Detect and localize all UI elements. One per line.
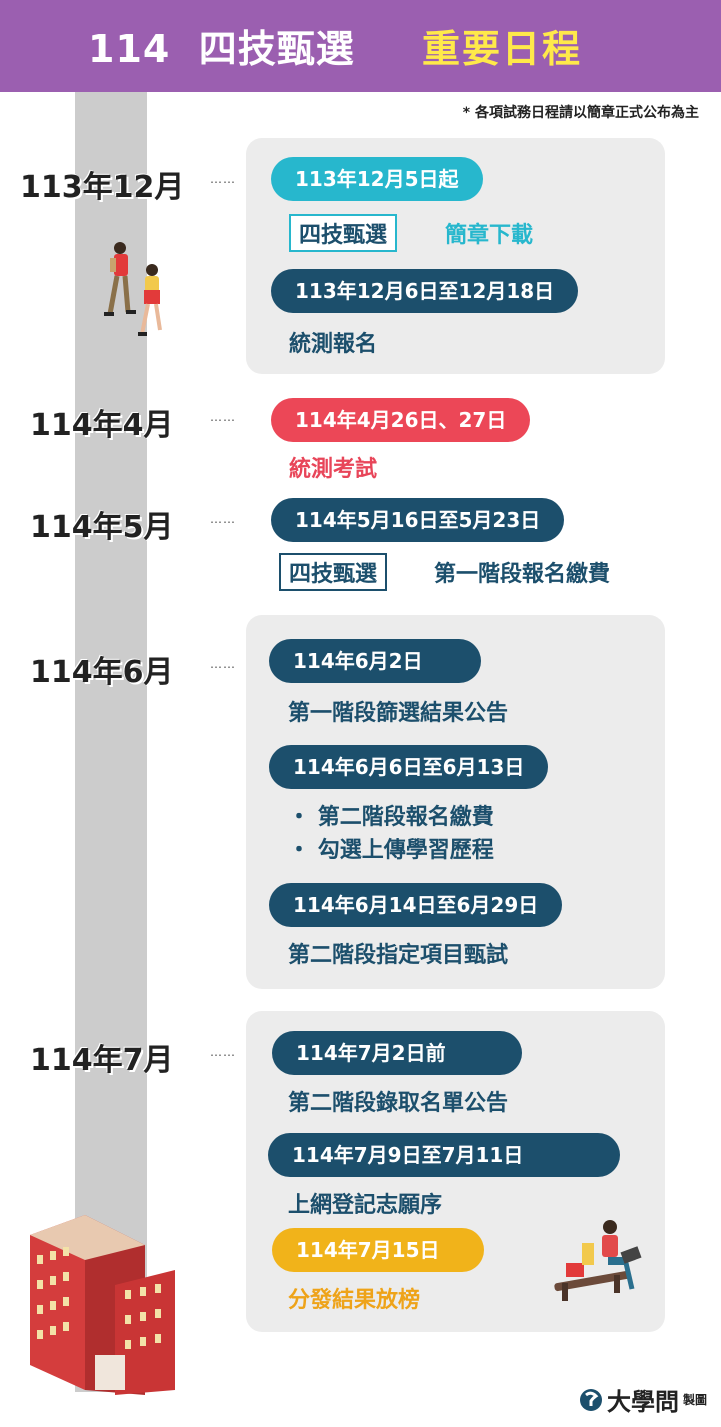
program-tag: 四技甄選: [279, 553, 388, 591]
connector-dots: ……: [210, 410, 236, 424]
title-bar: 114 四技甄選 重要日程: [0, 0, 721, 92]
school-building-illustration: [30, 1215, 175, 1395]
month-label-apr-114: 114年4月: [30, 408, 174, 443]
connector-dots: ……: [210, 172, 236, 186]
program-tag: 四技甄選: [289, 214, 398, 252]
date-pill: 113年12月5日起: [271, 157, 483, 201]
event-description: 簡章下載: [445, 223, 534, 248]
date-pill: 114年6月6日至6月13日: [269, 745, 549, 789]
event-description: 分發結果放榜: [288, 1288, 421, 1313]
month-label-jul-114: 114年7月: [30, 1043, 174, 1078]
page-title: 114 四技甄選: [88, 27, 355, 71]
bullet-mark: ・: [288, 838, 311, 863]
date-pill: 114年7月2日前: [272, 1031, 522, 1075]
date-pill: 114年6月2日: [269, 639, 481, 683]
bullet-text: 第二階段報名繳費: [317, 805, 494, 830]
date-pill: 114年6月14日至6月29日: [269, 883, 563, 927]
brand-name: 大學問: [606, 1388, 679, 1416]
bullet-mark: ・: [288, 805, 311, 830]
student-laptop-illustration: [554, 1220, 642, 1301]
page-title-highlight: 重要日程: [422, 27, 583, 71]
event-description: 統測考試: [289, 457, 378, 482]
bullet-item: ・ 勾選上傳學習歷程: [288, 832, 494, 864]
date-pill: 114年7月9日至7月11日: [268, 1133, 620, 1177]
event-description: 上網登記志願序: [288, 1193, 443, 1218]
event-description: 第一階段篩選結果公告: [288, 701, 509, 726]
student-boy: [104, 242, 136, 316]
connector-dots: ……: [210, 512, 236, 526]
footer-credit: 大學問 製圖: [579, 1382, 707, 1417]
month-label-may-114: 114年5月: [30, 510, 174, 545]
event-description: 第二階段指定項目甄試: [288, 943, 509, 968]
event-description: 第一階段報名繳費: [434, 562, 611, 587]
bullet-text: 勾選上傳學習歷程: [317, 838, 494, 863]
date-pill: 113年12月6日至12月18日: [271, 269, 579, 313]
connector-dots: ……: [210, 657, 236, 671]
month-label-dec-113: 113年12月: [20, 170, 185, 205]
students-illustration: [104, 242, 162, 336]
date-pill: 114年5月16日至5月23日: [271, 498, 565, 542]
brand-logo-icon: [579, 1388, 602, 1411]
credit-label: 製圖: [682, 1393, 707, 1407]
connector-dots: ……: [210, 1045, 236, 1059]
student-girl: [138, 264, 162, 336]
date-pill: 114年7月15日: [272, 1228, 484, 1272]
month-label-jun-114: 114年6月: [30, 655, 174, 690]
event-description: 統測報名: [289, 332, 378, 357]
bullet-item: ・ 第二階段報名繳費: [288, 799, 494, 831]
date-pill: 114年4月26日、27日: [271, 398, 531, 442]
event-description: 第二階段錄取名單公告: [288, 1091, 509, 1116]
disclaimer-note: * 各項試務日程請以簡章正式公布為主: [462, 105, 699, 121]
